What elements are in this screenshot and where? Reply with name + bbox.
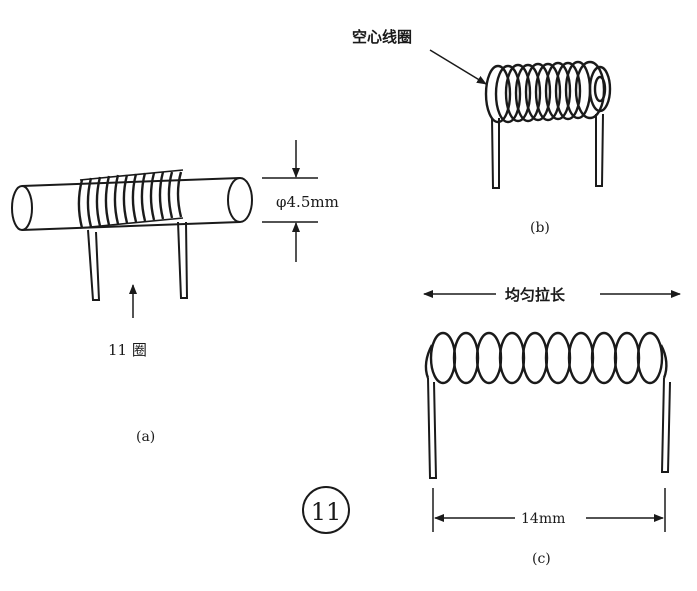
air-core-coil-label: 空心线圈 xyxy=(352,28,412,46)
figure-number: 11 xyxy=(311,498,342,526)
leads-b xyxy=(491,113,604,189)
length-label: 14mm xyxy=(521,511,565,527)
rod xyxy=(11,177,253,231)
panel-c: 均匀拉长 14mm (c) xyxy=(423,286,681,567)
coil-pointer-arrow xyxy=(429,49,487,85)
caption-a: (a) xyxy=(136,429,155,445)
diameter-label: φ4.5mm xyxy=(276,193,339,211)
stretch-label: 均匀拉长 xyxy=(505,286,566,304)
length-dimension xyxy=(432,488,666,532)
coil-b xyxy=(484,60,612,124)
leads-a xyxy=(87,221,189,301)
caption-c: (c) xyxy=(532,551,551,567)
panel-a: φ4.5mm 11 圈 (a) xyxy=(11,140,339,445)
leads-c xyxy=(427,377,671,479)
diameter-dimension xyxy=(262,140,318,262)
coil-a xyxy=(77,169,184,229)
turns-label: 11 圈 xyxy=(108,341,147,359)
caption-b: (b) xyxy=(530,220,550,236)
panel-b: 空心线圈 (b) xyxy=(352,28,612,236)
coil-c xyxy=(424,331,668,385)
figure-number-badge: 11 xyxy=(302,486,350,534)
